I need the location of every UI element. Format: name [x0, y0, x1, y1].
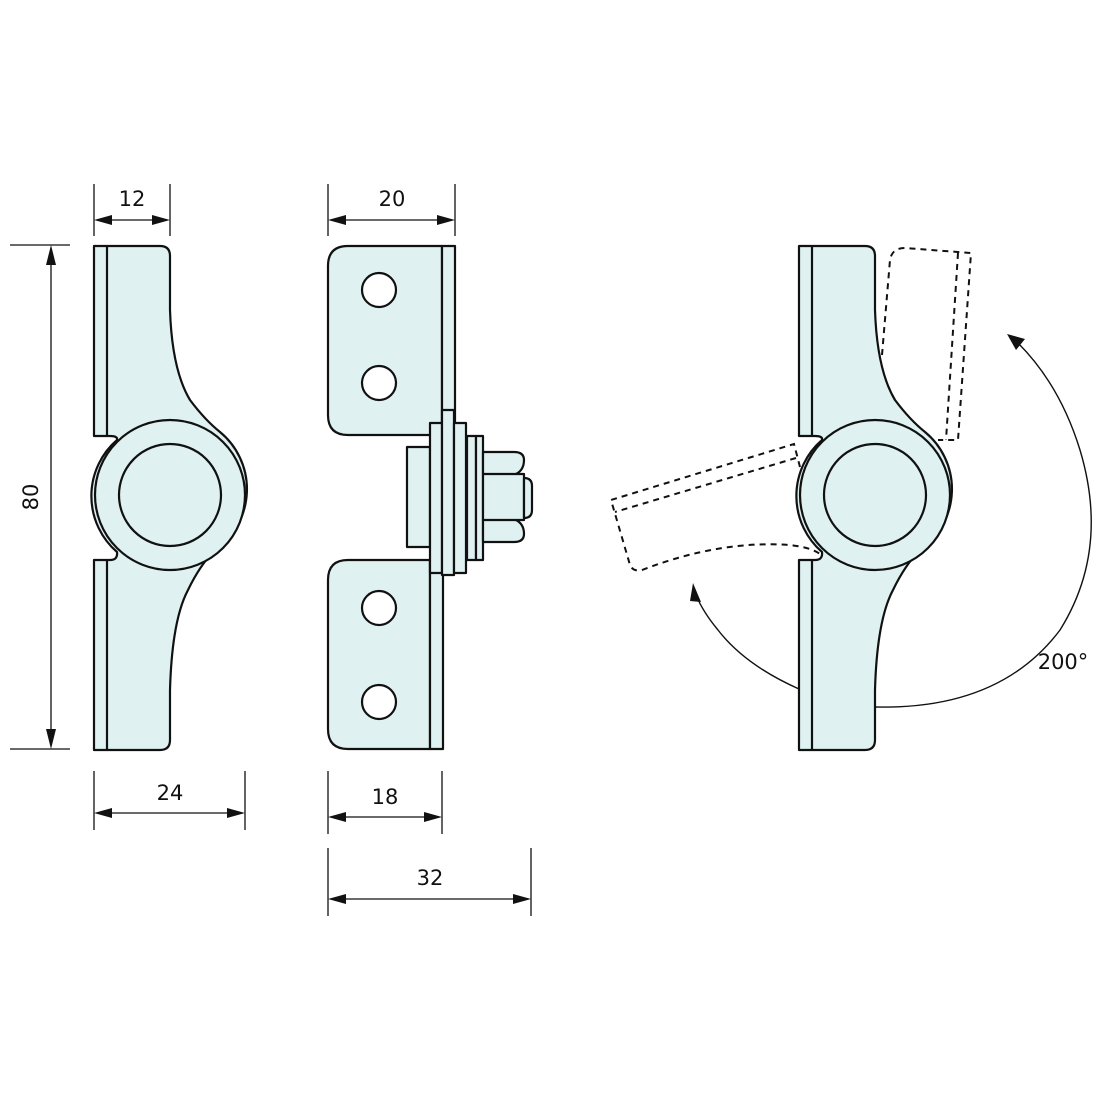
- pin-shaft: [440, 408, 456, 577]
- screw-hole-4: [360, 683, 398, 721]
- upper-leaf: [326, 244, 444, 437]
- rotation-arrow-up-icon: [1007, 334, 1025, 350]
- rotation-arrow-left-icon: [690, 583, 701, 602]
- dimension-18-label: 18: [372, 785, 399, 809]
- dimension-20: 20: [327, 184, 456, 236]
- upper-leaf-flange: [440, 244, 457, 437]
- lower-leaf-flange: [428, 558, 445, 751]
- screw-hole-2: [360, 364, 398, 402]
- dimension-18: 18: [327, 771, 443, 834]
- dimension-80: 80: [10, 244, 70, 750]
- dimension-12: 12: [93, 184, 171, 236]
- bolt-end: [522, 476, 534, 520]
- rotation-knuckle-inner: [822, 442, 928, 548]
- screw-hole-3: [360, 589, 398, 627]
- pin-head: [405, 445, 432, 549]
- rotated-leaf-lower-ghost-edge: [614, 457, 797, 513]
- dimension-32: 32: [327, 848, 532, 916]
- rotation-arc-right: [874, 342, 1092, 708]
- rotation-arc-left: [695, 594, 800, 690]
- rotation-view: 200°: [609, 244, 1092, 752]
- nut-face-lines: [483, 472, 516, 522]
- side-view: 12 80 24: [10, 184, 248, 830]
- knuckle-inner: [117, 442, 223, 548]
- lower-leaf: [326, 558, 432, 751]
- washer-right: [452, 421, 468, 575]
- washer-left: [428, 421, 444, 575]
- dimension-20-label: 20: [379, 187, 406, 211]
- rotated-leaf-lower-ghost: [609, 442, 823, 572]
- rotated-leaf-upper-ghost-edge: [945, 252, 959, 441]
- spring-washer-1: [465, 434, 478, 562]
- dimension-12-label: 12: [119, 187, 146, 211]
- dimension-32-label: 32: [417, 866, 444, 890]
- dimension-24-label: 24: [157, 781, 184, 805]
- dimension-80-label: 80: [19, 484, 43, 511]
- dimension-24: 24: [93, 771, 246, 830]
- front-view: 20 18 32: [326, 184, 534, 916]
- nut: [481, 450, 526, 544]
- rotation-angle-label: 200°: [1038, 650, 1089, 674]
- screw-hole-1: [360, 271, 398, 309]
